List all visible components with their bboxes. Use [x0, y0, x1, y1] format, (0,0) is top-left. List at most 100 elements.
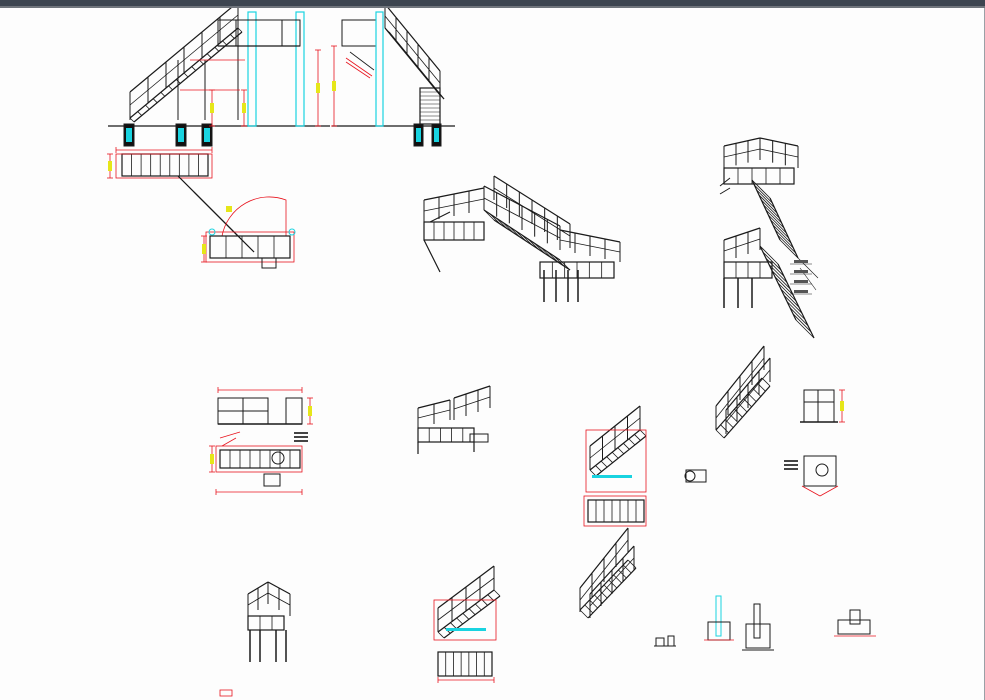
cad-line — [589, 599, 598, 609]
cad-line — [762, 251, 782, 271]
stair-plan-view — [107, 147, 296, 269]
annotation-text — [794, 260, 808, 263]
platform-plan-elevation — [209, 387, 313, 495]
cad-rect — [585, 429, 647, 493]
cad-rect — [285, 397, 303, 425]
cad-line — [406, 54, 412, 60]
cad-line — [774, 276, 794, 296]
cad-line — [423, 74, 428, 80]
cad-line — [412, 61, 417, 66]
cad-line — [502, 222, 514, 233]
dimension-label — [226, 206, 232, 212]
platform-isometric-small — [417, 385, 491, 454]
annotation-text — [784, 464, 798, 466]
cad-line — [390, 34, 395, 39]
cad-line — [453, 385, 491, 399]
cad-circle — [288, 228, 296, 236]
cad-line — [759, 137, 799, 147]
cad-rect — [753, 603, 761, 639]
dimension-label — [202, 244, 206, 254]
cad-rect — [655, 637, 665, 647]
cad-line — [439, 94, 445, 100]
cad-line — [719, 187, 731, 195]
cad-line — [395, 41, 401, 46]
cad-line — [183, 72, 189, 78]
cad-line — [628, 438, 636, 446]
cad-line — [606, 456, 613, 463]
cad-rect — [685, 469, 707, 483]
cad-line — [490, 213, 501, 225]
cad-line — [780, 288, 800, 308]
cad-line — [752, 388, 762, 397]
cad-rect — [247, 615, 285, 631]
cad-line — [423, 239, 441, 273]
cad-line — [453, 396, 491, 410]
stair-isometric-small-b — [579, 527, 637, 619]
cad-line — [777, 282, 797, 302]
cad-line — [608, 579, 618, 589]
cad-line — [611, 451, 619, 459]
cad-line — [468, 608, 476, 615]
footing — [416, 128, 421, 142]
cad-line — [720, 424, 729, 434]
cad-rect — [587, 499, 645, 523]
cad-line — [600, 460, 608, 468]
footing — [204, 128, 210, 142]
cad-line — [534, 243, 545, 254]
cad-line — [417, 67, 423, 73]
cad-line — [639, 429, 647, 437]
dimension-label — [210, 454, 214, 464]
cad-line — [786, 301, 806, 320]
cad-line — [622, 564, 632, 574]
cad-rect — [341, 19, 377, 47]
cad-line — [775, 229, 794, 249]
cad-line — [618, 569, 627, 579]
cad-rect — [667, 635, 675, 647]
stair-isometric-large — [423, 175, 621, 302]
cad-line — [129, 117, 135, 123]
landing-elevation-plan — [784, 389, 845, 497]
cad-line — [627, 559, 637, 569]
title-bar-border — [0, 6, 985, 8]
cad-line — [515, 230, 526, 242]
cad-circle — [208, 228, 216, 236]
tread-highlight — [446, 628, 486, 631]
cad-rect — [417, 427, 475, 443]
cad-rect — [433, 599, 497, 641]
cad-line — [429, 211, 451, 223]
cad-line — [137, 111, 142, 116]
dimension-label — [332, 81, 336, 91]
stair-elevation-b — [331, 8, 455, 147]
cad-line — [199, 59, 204, 65]
cad-rect — [583, 495, 647, 527]
cad-rect — [803, 389, 835, 423]
cad-rect — [803, 455, 837, 487]
cad-line — [719, 177, 731, 187]
cad-line — [496, 218, 507, 229]
cad-line — [579, 609, 589, 619]
cad-line — [759, 245, 779, 265]
cad-drawing-canvas[interactable] — [0, 8, 985, 700]
cad-rect — [723, 167, 795, 185]
cad-rect — [261, 257, 277, 269]
cad-line — [345, 57, 373, 77]
stair-elevation-small-a — [583, 405, 647, 527]
cad-line — [795, 319, 815, 339]
cad-circle — [684, 470, 696, 482]
cad-line — [222, 40, 227, 46]
dimension-label — [242, 103, 246, 113]
cad-rect — [849, 609, 861, 625]
annotation-text — [794, 290, 808, 293]
cad-circle — [271, 451, 285, 465]
cad-line — [221, 437, 237, 447]
annotation-text — [294, 432, 308, 434]
cad-line — [214, 47, 220, 52]
cad-line — [509, 226, 520, 237]
cad-line — [723, 238, 761, 252]
footing — [126, 128, 132, 142]
cad-line — [547, 251, 558, 262]
annotation-text — [794, 280, 808, 283]
dimension-label — [840, 401, 844, 411]
cad-line — [540, 247, 552, 258]
cad-rect — [837, 619, 871, 635]
